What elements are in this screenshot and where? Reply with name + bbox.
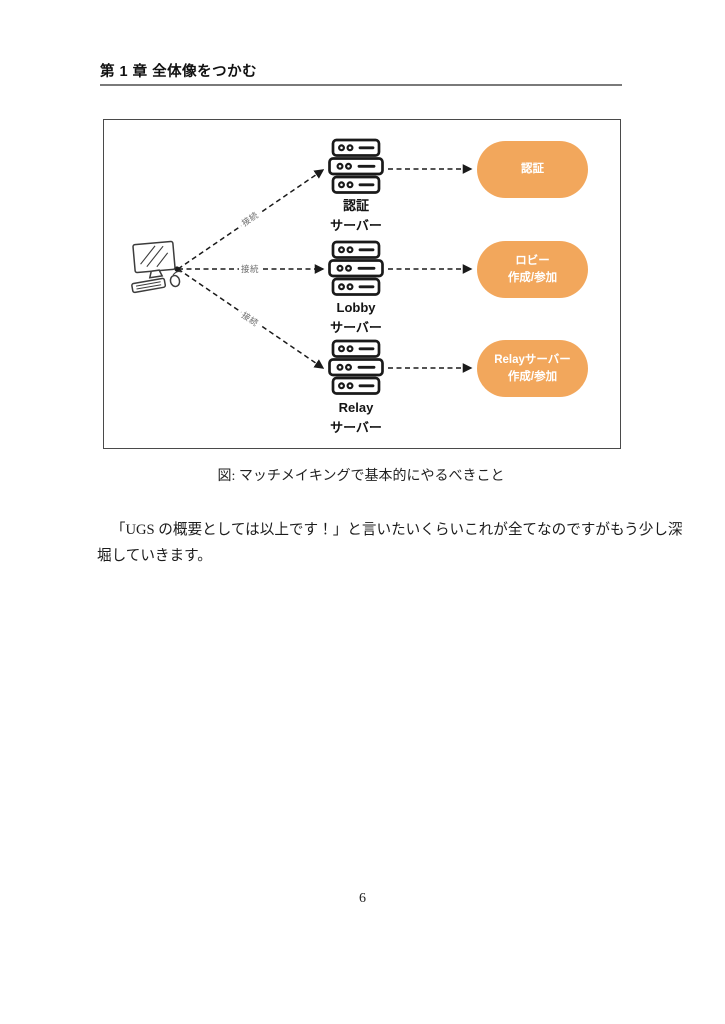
connection-label: 接続: [238, 263, 262, 275]
body-line: 「UGS の概要としては以上です！」と言いたいくらいこれが全てなのですがもう少し…: [110, 522, 683, 538]
body-paragraph: 「UGS の概要としては以上です！」と言いたいくらいこれが全てなのですがもう少し…: [97, 518, 683, 569]
server-type: サーバー: [330, 420, 382, 435]
action-line: Relayサーバー: [494, 353, 571, 366]
page-number: 6: [359, 891, 366, 906]
action-pill-relay: Relayサーバー 作成/参加: [477, 340, 588, 397]
figure-box: 接続 接続 接続 認証 サーバー Lobby サーバー Relay サーバー 認…: [103, 119, 621, 449]
action-pill-lobby: ロビー 作成/参加: [477, 241, 588, 298]
server-rack-icon-relay: [328, 339, 384, 395]
server-type: サーバー: [330, 320, 382, 335]
server-type: サーバー: [330, 218, 382, 233]
action-line: 作成/参加: [507, 271, 558, 284]
server-label-relay: Relay サーバー: [296, 398, 416, 438]
server-name: Lobby: [336, 300, 376, 315]
server-label-auth: 認証 サーバー: [296, 196, 416, 236]
server-name: Relay: [338, 400, 374, 415]
desktop-computer-icon: [131, 240, 182, 294]
server-label-lobby: Lobby サーバー: [296, 298, 416, 338]
chapter-header: 第 1 章 全体像をつかむ: [100, 60, 622, 86]
action-line: 認証: [521, 163, 544, 175]
action-line: 作成/参加: [507, 370, 558, 383]
server-rack-icon-auth: [328, 138, 384, 194]
server-name: 認証: [342, 198, 369, 213]
action-pill-auth: 認証: [477, 141, 588, 198]
action-line: ロビー: [515, 254, 550, 267]
figure-caption: 図: マッチメイキングで基本的にやるべきこと: [217, 469, 505, 484]
body-line: 堀していきます。: [97, 547, 212, 564]
server-rack-icon-lobby: [328, 240, 384, 296]
